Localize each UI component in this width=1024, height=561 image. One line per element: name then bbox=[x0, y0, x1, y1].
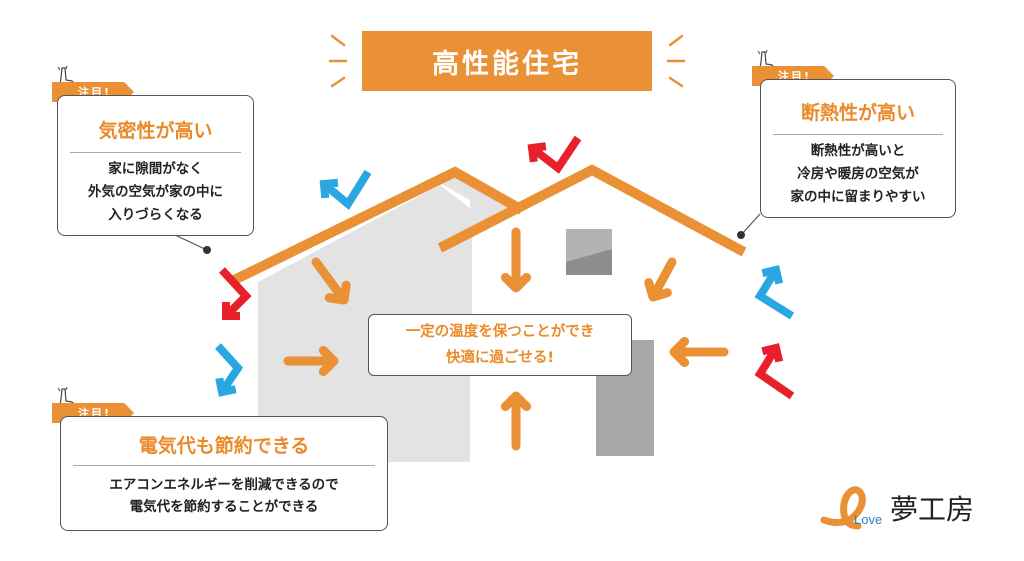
callout-airtightness: 気密性が高い 家に隙間がなく 外気の空気が家の中に 入りづらくなる bbox=[57, 95, 254, 236]
logo-name: 夢工房 bbox=[890, 493, 975, 526]
company-logo: Love 夢工房 bbox=[820, 482, 980, 534]
center-message-box: 一定の温度を保つことができ 快適に過ごせる! bbox=[368, 314, 632, 376]
page-title: 高性能住宅 bbox=[362, 31, 652, 91]
blue-arrow-icon bbox=[319, 169, 372, 211]
callout-electricity: 電気代も節約できる エアコンエネルギーを削減できるので 電気代を節約することがで… bbox=[60, 416, 388, 531]
title-burst-lines bbox=[328, 34, 686, 88]
blue-arrow-icon bbox=[754, 265, 795, 320]
orange-arrow-icon bbox=[283, 345, 339, 377]
callout-line: 冷房や暖房の空気が bbox=[797, 166, 919, 182]
left-house-upper-wall bbox=[440, 176, 510, 228]
callout-heading: 電気代も節約できる bbox=[138, 435, 310, 457]
left-roof-line bbox=[227, 166, 525, 287]
callout-divider bbox=[773, 134, 943, 135]
callout-body: 家に隙間がなく 外気の空気が家の中に 入りづらくなる bbox=[58, 153, 253, 227]
callout-line: 家の中に留まりやすい bbox=[790, 189, 926, 205]
callout-line: エアコンエネルギーを削減できるので bbox=[109, 477, 339, 493]
orange-arrow-icon bbox=[644, 257, 677, 302]
callout-insulation: 断熱性が高い 断熱性が高いと 冷房や暖房の空気が 家の中に留まりやすい bbox=[760, 79, 956, 218]
callout-line: 外気の空気が家の中に bbox=[88, 184, 223, 200]
callout-connector-right bbox=[737, 213, 761, 239]
red-arrow-icon bbox=[754, 343, 795, 400]
red-arrow-icon bbox=[219, 267, 252, 320]
orange-arrow-icon bbox=[500, 391, 532, 451]
callout-divider bbox=[73, 465, 375, 466]
orange-arrow-icon bbox=[311, 257, 351, 305]
red-arrow-icon bbox=[527, 135, 582, 174]
logo-swoosh-icon bbox=[820, 486, 866, 530]
blue-arrow-icon bbox=[215, 343, 244, 397]
callout-divider bbox=[70, 152, 241, 153]
center-message-line: 快適に過ごせる! bbox=[445, 350, 555, 366]
callout-heading: 断熱性が高い bbox=[800, 102, 915, 124]
callout-heading: 気密性が高い bbox=[98, 120, 213, 142]
callout-line: 家に隙間がなく bbox=[108, 161, 203, 177]
left-house-wall bbox=[258, 185, 472, 462]
callout-line: 断熱性が高いと bbox=[810, 143, 906, 159]
right-house-window bbox=[566, 229, 612, 275]
callout-line: 入りづらくなる bbox=[108, 207, 203, 223]
callout-connector-left bbox=[174, 234, 211, 254]
orange-arrow-icon bbox=[669, 336, 729, 368]
callout-body: エアコンエネルギーを削減できるので 電気代を節約することができる bbox=[61, 466, 387, 518]
callout-body: 断熱性が高いと 冷房や暖房の空気が 家の中に留まりやすい bbox=[761, 135, 955, 209]
center-message-line: 一定の温度を保つことができ bbox=[405, 324, 595, 340]
callout-line: 電気代を節約することができる bbox=[129, 499, 319, 515]
orange-arrow-icon bbox=[500, 227, 532, 293]
logo-love-text: Love bbox=[854, 512, 883, 527]
right-roof-line bbox=[437, 164, 747, 257]
